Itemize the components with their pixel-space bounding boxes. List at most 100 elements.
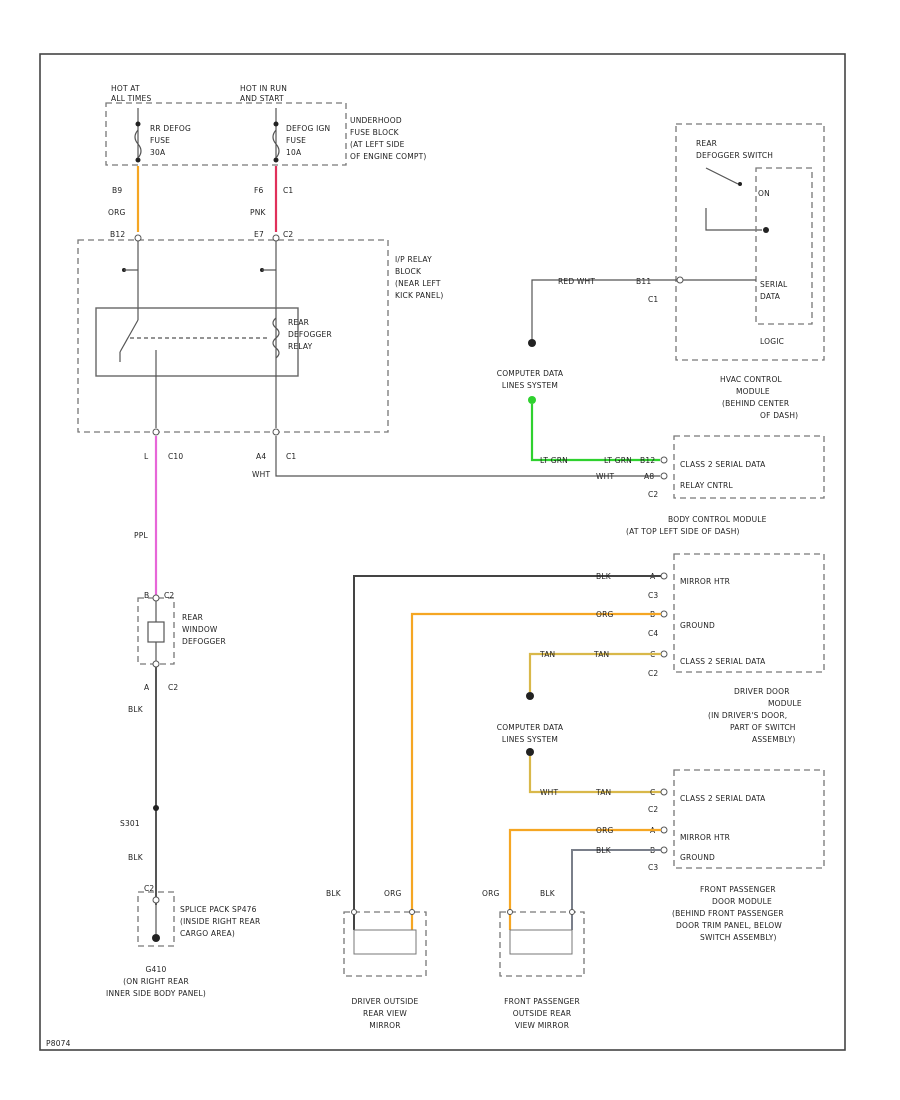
driver-mirror-wire2: ORG <box>384 889 402 898</box>
label-blk-2: BLK <box>128 853 144 862</box>
cdls1-node-bottom <box>528 396 536 404</box>
ddm-desc-5: ASSEMBLY) <box>752 735 796 744</box>
ddm-row1: MIRROR HTR <box>680 577 730 586</box>
pdm-desc-2: DOOR MODULE <box>712 897 772 906</box>
label-c2-top: C2 <box>283 230 293 239</box>
relay-label-2: DEFOGGER <box>288 330 332 339</box>
label-c1-mid: C1 <box>286 452 296 461</box>
underhood-fuse-block: HOT AT ALL TIMES HOT IN RUN AND START RR… <box>105 84 426 166</box>
pdm-row3: GROUND <box>680 853 715 862</box>
label-ppl: PPL <box>134 531 148 540</box>
pdm-desc-1: FRONT PASSENGER <box>700 885 776 894</box>
footer-code: P8074 <box>46 1039 71 1048</box>
s301-node <box>153 805 159 811</box>
label-splice-conn: C2 <box>144 884 154 893</box>
pass-mirror-wire2: BLK <box>540 889 556 898</box>
pdm-desc-4: DOOR TRIM PANEL, BELOW <box>676 921 782 930</box>
pdm-row1: CLASS 2 SERIAL DATA <box>680 794 766 803</box>
fuse-block-desc-3: (AT LEFT SIDE <box>350 140 405 149</box>
hot-left-label-1: HOT AT <box>111 84 140 93</box>
pass-mirror-label-1: FRONT PASSENGER <box>504 997 580 1006</box>
cdls2-label-1: COMPUTER DATA <box>497 723 564 732</box>
fuse1-line1: RR DEFOG <box>150 124 191 133</box>
label-c2-def: C2 <box>168 683 178 692</box>
relay-label-3: RELAY <box>288 342 313 351</box>
hvac-logic: LOGIC <box>760 337 784 346</box>
driver-mirror-wire1: BLK <box>326 889 342 898</box>
driver-mirror-label-3: MIRROR <box>369 1021 400 1030</box>
defogger-label-1: REAR <box>182 613 203 622</box>
cdls1-label-2: LINES SYSTEM <box>502 381 558 390</box>
pass-mirror-label-3: VIEW MIRROR <box>515 1021 569 1030</box>
ddm-tan-wire <box>528 652 661 692</box>
driver-door-module: MIRROR HTR GROUND CLASS 2 SERIAL DATA A … <box>648 553 825 678</box>
cdls2-node-top <box>526 692 534 700</box>
defog-conn-c2: C2 <box>164 591 174 600</box>
label-f6: F6 <box>254 186 264 195</box>
ddm-desc-4: PART OF SWITCH <box>730 723 796 732</box>
bcm-row1: CLASS 2 SERIAL DATA <box>680 460 766 469</box>
pdm-desc-3: (BEHIND FRONT PASSENGER <box>672 909 784 918</box>
ddm-wire1-label: BLK <box>596 572 612 581</box>
pass-mirror-wire1: ORG <box>482 889 500 898</box>
hvac-serial-2: DATA <box>760 292 781 301</box>
pdm-conn1: C2 <box>648 805 658 814</box>
wht-relay-wire <box>275 436 660 477</box>
cdls2-wire-left: WHT <box>540 788 558 797</box>
passenger-door-module: CLASS 2 SERIAL DATA MIRROR HTR GROUND C … <box>648 769 825 872</box>
fuse1-line3: 30A <box>150 148 166 157</box>
hvac-control-module: REAR DEFOGGER SWITCH ON SERIAL DATA LOGI… <box>636 123 825 361</box>
ddm-wire2-label: ORG <box>596 610 614 619</box>
pdm-wire2-label: BLK <box>596 846 612 855</box>
bcm-wire2-label: WHT <box>596 472 614 481</box>
hvac-switch-label-2: DEFOGGER SWITCH <box>696 151 773 160</box>
fuse2-line3: 10A <box>286 148 302 157</box>
defogger-label-2: WINDOW <box>182 625 218 634</box>
label-c10: C10 <box>168 452 183 461</box>
relay-block-desc-3: (NEAR LEFT <box>395 279 441 288</box>
bcm-desc-2: (AT TOP LEFT SIDE OF DASH) <box>626 527 740 536</box>
label-pnk: PNK <box>250 208 267 217</box>
hvac-on-label: ON <box>758 189 770 198</box>
fuse-block-desc-2: FUSE BLOCK <box>350 128 400 137</box>
relay-block-desc-4: KICK PANEL) <box>395 291 444 300</box>
ddm-wire3-left-label: TAN <box>539 650 555 659</box>
driver-mirror: BLK ORG DRIVER OUTSIDE REAR VIEW MIRROR <box>326 889 427 1030</box>
body-control-module: B12 A8 C2 CLASS 2 SERIAL DATA RELAY CNTR… <box>640 435 825 499</box>
hot-right-label-1: HOT IN RUN <box>240 84 287 93</box>
pdm-org-wire <box>508 828 661 930</box>
label-wht-left: WHT <box>252 470 270 479</box>
hvac-wire-label: RED WHT <box>558 277 595 286</box>
ddm-desc-1: DRIVER DOOR <box>734 687 790 696</box>
bcm-pin2: A8 <box>644 472 654 481</box>
ddm-conn1: C3 <box>648 591 658 600</box>
label-a: A <box>144 683 150 692</box>
bcm-wire1b-label: LT GRN <box>604 456 632 465</box>
ddm-desc-2: MODULE <box>768 699 802 708</box>
hvac-pin: B11 <box>636 277 651 286</box>
bcm-conn: C2 <box>648 490 658 499</box>
hvac-data-wire <box>531 279 677 340</box>
pdm-row2: MIRROR HTR <box>680 833 730 842</box>
hvac-conn: C1 <box>648 295 658 304</box>
fuse2-line1: DEFOG IGN <box>286 124 330 133</box>
bcm-desc-1: BODY CONTROL MODULE <box>668 515 767 524</box>
fuse2-line2: FUSE <box>286 136 306 145</box>
label-e7: E7 <box>254 230 264 239</box>
ground-label-3: INNER SIDE BODY PANEL) <box>106 989 206 998</box>
bcm-pin1: B12 <box>640 456 655 465</box>
passenger-mirror: ORG BLK FRONT PASSENGER OUTSIDE REAR VIE… <box>482 889 585 1030</box>
outer-border <box>39 53 846 1051</box>
splice-label-2: (INSIDE RIGHT REAR <box>180 917 260 926</box>
ddm-row2: GROUND <box>680 621 715 630</box>
hvac-switch-label-1: REAR <box>696 139 717 148</box>
pdm-desc-5: SWITCH ASSEMBLY) <box>700 933 777 942</box>
hvac-desc-3: (BEHIND CENTER <box>722 399 789 408</box>
ddm-conn3: C2 <box>648 669 658 678</box>
cdls2-node-bottom <box>526 748 534 756</box>
ddm-org-wire <box>410 612 661 930</box>
hot-right-label-2: AND START <box>240 94 284 103</box>
cdls1-label-1: COMPUTER DATA <box>497 369 564 378</box>
hvac-desc-2: MODULE <box>736 387 770 396</box>
